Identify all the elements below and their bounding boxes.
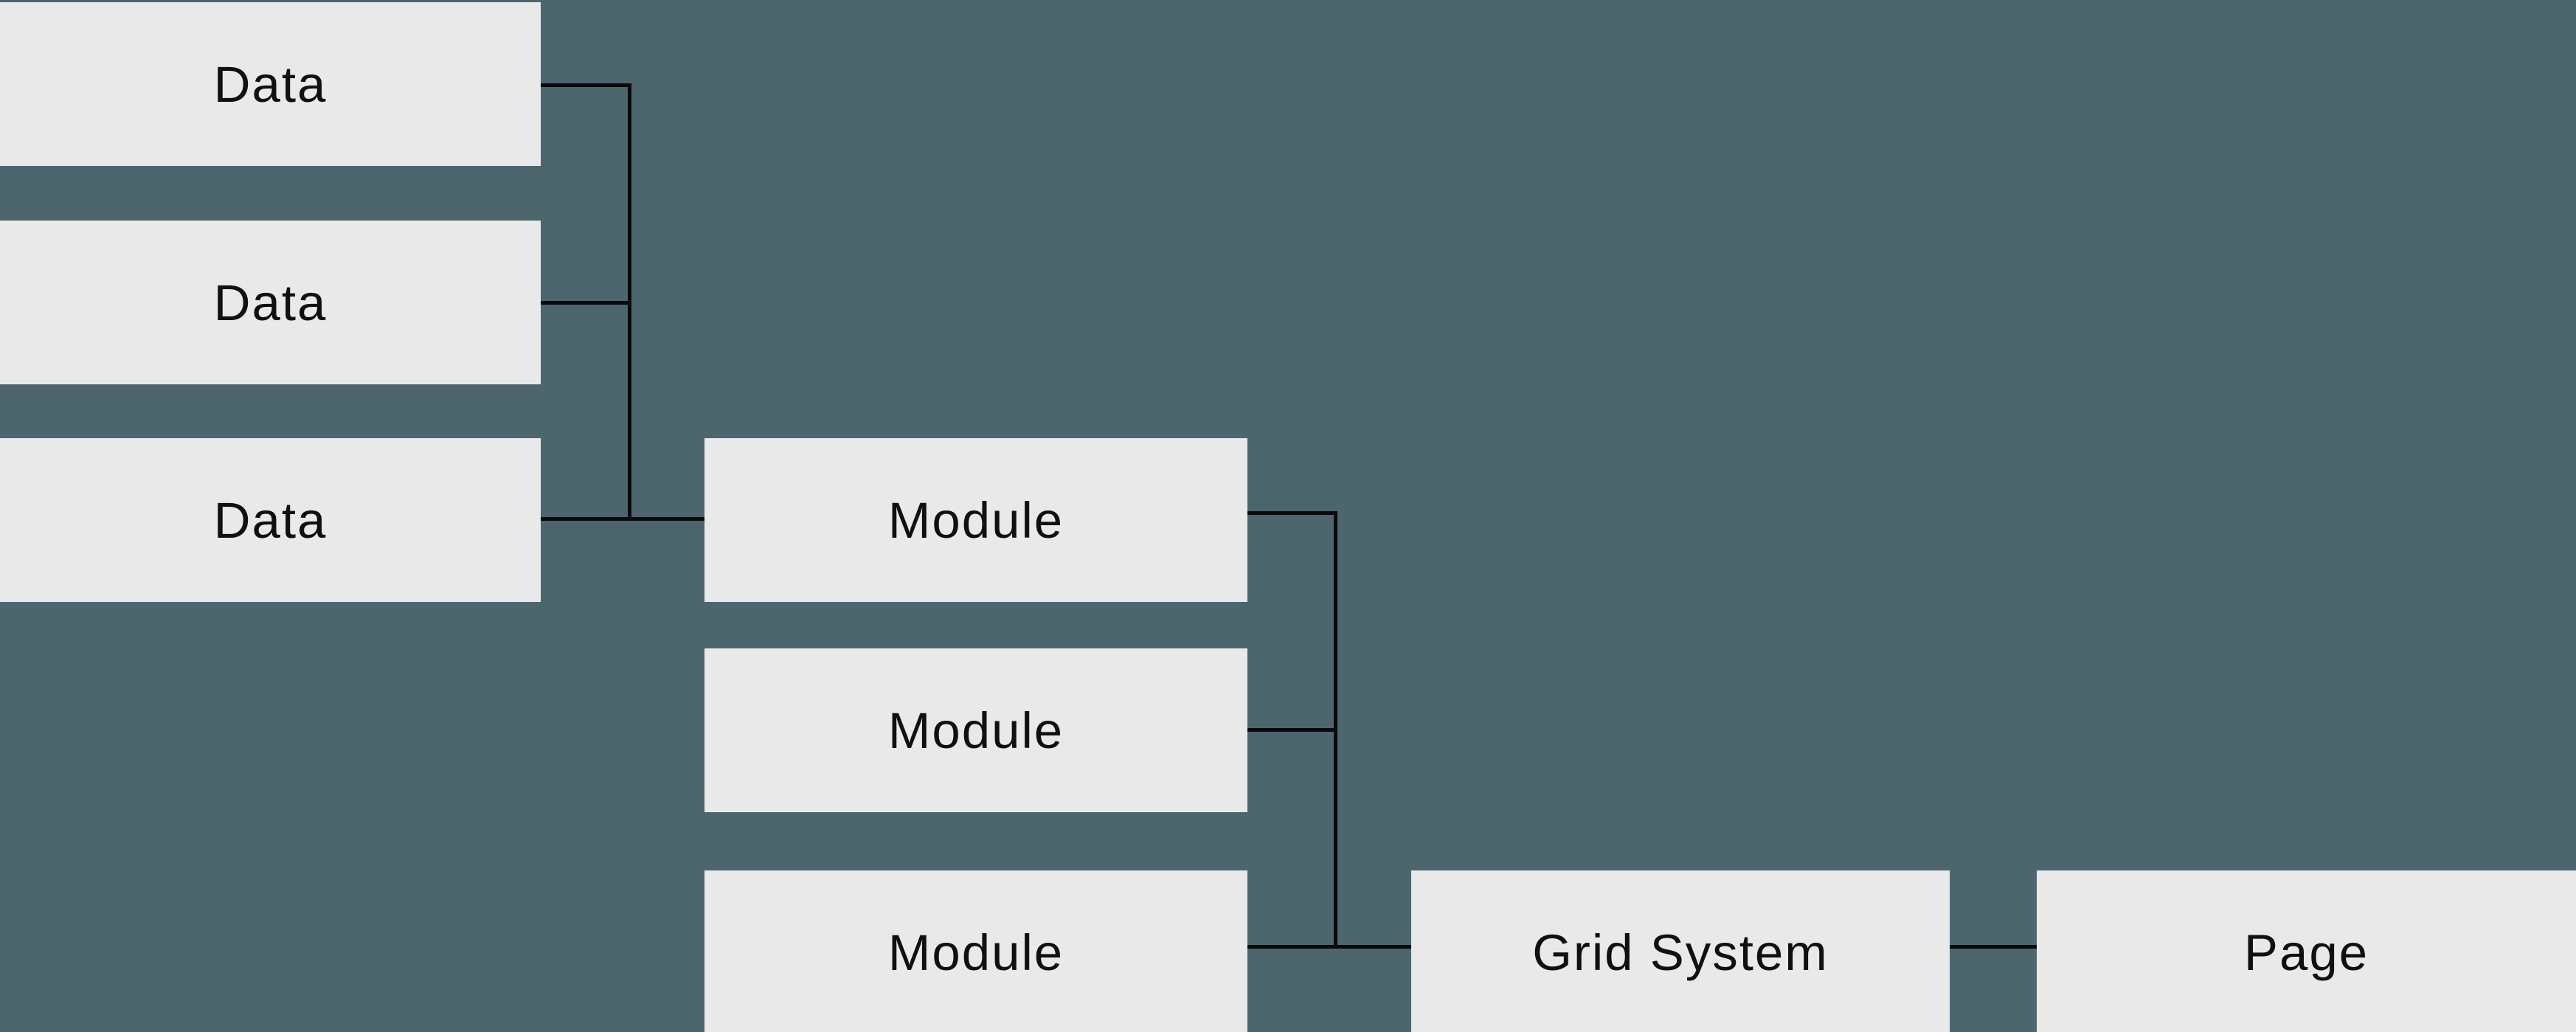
edge-module-2 xyxy=(1247,727,1335,732)
node-label: Module xyxy=(887,924,1064,981)
node-label: Data xyxy=(213,491,328,549)
node-label: Data xyxy=(213,55,328,113)
node-label: Module xyxy=(887,702,1064,759)
edge-module-1 xyxy=(1247,510,1335,515)
node-label: Page xyxy=(2243,924,2369,981)
node-data-1[interactable]: Data xyxy=(0,2,541,166)
node-module-2[interactable]: Module xyxy=(704,648,1247,812)
edge-module-3-to-grid-system xyxy=(1247,944,1411,949)
node-label: Module xyxy=(887,491,1064,549)
node-data-2[interactable]: Data xyxy=(0,221,541,384)
edge-data-3-to-module-1 xyxy=(541,516,704,521)
edge-grid-system-to-page xyxy=(1950,944,2037,949)
node-page[interactable]: Page xyxy=(2037,870,2576,1032)
node-module-3[interactable]: Module xyxy=(704,870,1247,1032)
trunk-module-to-grid-system xyxy=(1333,510,1337,949)
edge-data-2 xyxy=(541,300,629,305)
node-data-3[interactable]: Data xyxy=(0,438,541,602)
trunk-data-to-module-1 xyxy=(627,83,631,521)
node-grid-system[interactable]: Grid System xyxy=(1411,870,1950,1032)
edge-data-1 xyxy=(541,83,629,87)
node-label: Grid System xyxy=(1532,924,1829,981)
node-module-1[interactable]: Module xyxy=(704,438,1247,602)
node-label: Data xyxy=(213,274,328,331)
